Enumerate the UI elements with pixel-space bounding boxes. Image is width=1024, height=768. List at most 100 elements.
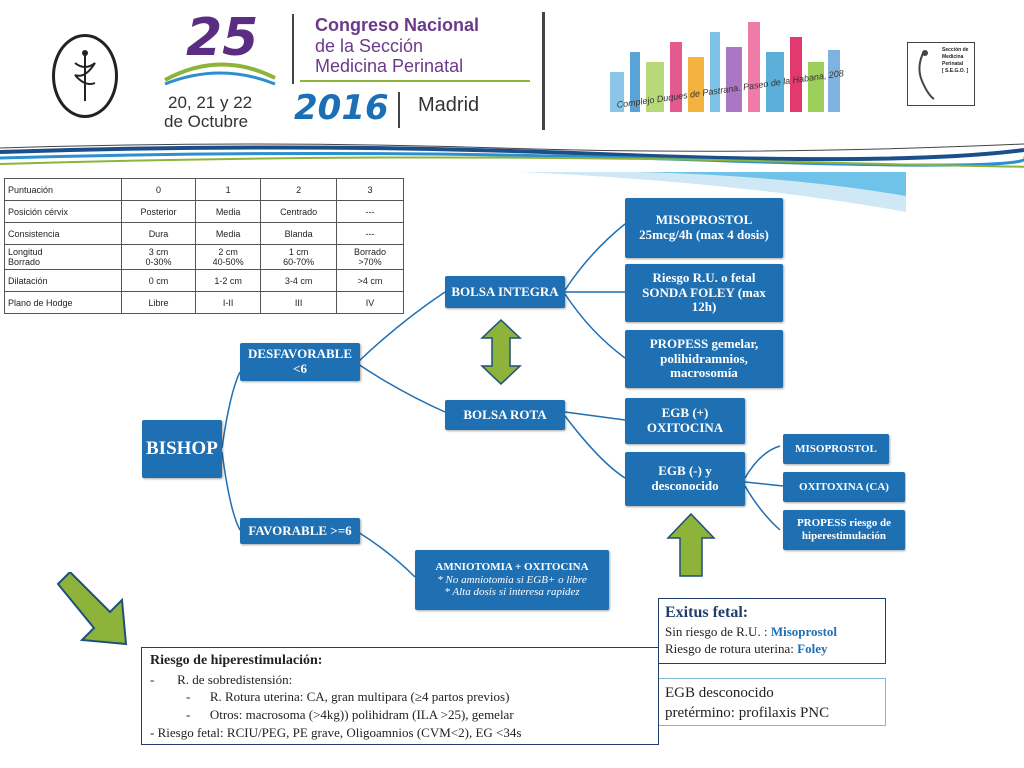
caduceus-icon [74, 50, 96, 101]
header-underline [300, 80, 530, 82]
riesgo-line-4: - Riesgo fetal: RCIU/PEG, PE grave, Olig… [150, 724, 522, 740]
date-line1: 20, 21 y 22 [168, 93, 253, 112]
egb-positive-node: EGB (+) OXITOCINA [625, 398, 745, 444]
bolsa-integra-node: BOLSA INTEGRA [445, 276, 565, 308]
congress-header: 25 Congreso Nacional de la Sección Medic… [0, 0, 1024, 190]
misoprostol-small-node: MISOPROSTOL [783, 434, 889, 464]
table-cell: III [260, 291, 337, 314]
up-arrow-icon [666, 512, 716, 577]
table-cell: Centrado [260, 200, 337, 223]
congreso-title: Congreso Nacional [315, 15, 480, 35]
table-cell: Media [194, 222, 262, 245]
decorative-stripe [0, 143, 1024, 168]
riesgo-line-2: - R. Rotura uterina: CA, gran multipara … [186, 689, 510, 705]
riesgo-line-3: - Otros: macrosoma (>4kg)) polihidram (I… [186, 706, 514, 722]
exitus-line2-value: Foley [797, 640, 828, 656]
table-cell: 3-4 cm [260, 269, 337, 292]
table-cell: 3 [335, 178, 405, 201]
amniotomia-note-1: * No amniotomia si EGB+ o libre [437, 573, 587, 586]
table-cell: --- [335, 200, 405, 223]
bolsa-rota-node: BOLSA ROTA [445, 400, 565, 430]
riesgo-title: Riesgo de hiperestimulación: [150, 653, 323, 668]
table-cell: Posterior [121, 200, 196, 223]
table-cell: Borrado >70% [335, 244, 405, 270]
table-cell: I-II [194, 291, 262, 314]
header-divider [292, 14, 294, 84]
misoprostol-main-node: MISOPROSTOL 25mcg/4h (max 4 dosis) [625, 198, 783, 258]
table-cell: Blanda [260, 222, 337, 245]
table-row-header: Consistencia [4, 222, 122, 245]
table-row-header: Posición cérvix [4, 200, 122, 223]
logo-text-4: [ S.E.G.O. ] [942, 68, 969, 74]
logo-text-2: Medicina [942, 54, 964, 60]
diagram-background [520, 172, 906, 212]
seccion-perinatal-logo: Sección de Medicina Perinatal [ S.E.G.O.… [907, 42, 975, 106]
logo-text-3: Perinatal [942, 61, 964, 67]
exitus-line1-value: Misoprostol [770, 623, 838, 639]
table-row-header: Plano de Hodge [4, 291, 122, 314]
bishop-node: BISHOP [142, 420, 222, 478]
date-line2: de Octubre [164, 112, 249, 131]
egb-desconocido-panel: EGB desconocido pretérmino: profilaxis P… [658, 678, 886, 726]
table-row-header: Dilatación [4, 269, 122, 292]
oxitoxina-node: OXITOXINA (CA) [783, 472, 905, 502]
exitus-line-2: Riesgo de rotura uterina: Foley [665, 641, 879, 658]
amniotomia-node: AMNIOTOMIA + OXITOCINA * No amniotomia s… [415, 550, 609, 610]
table-cell: 2 cm 40-50% [194, 244, 262, 270]
amniotomia-note-2: * Alta dosis si interesa rapidez [444, 586, 580, 599]
propess-node: PROPESS gemelar, polihidramnios, macroso… [625, 330, 783, 388]
medicina-line: Medicina Perinatal [315, 56, 464, 76]
table-row-header: Puntuación [4, 178, 122, 201]
exitus-line2-label: Riesgo de rotura uterina: [665, 640, 794, 656]
table-cell: 0 cm [121, 269, 196, 292]
amniotomia-title: AMNIOTOMIA + OXITOCINA [435, 561, 589, 574]
city-madrid: Madrid [418, 94, 480, 116]
propess-riesgo-node: PROPESS riesgo de hiperestimulación [783, 510, 905, 550]
sonda-foley-node: Riesgo R.U. o fetal SONDA FOLEY (max 12h… [625, 264, 783, 322]
table-cell: 1 [194, 178, 262, 201]
riesgo-hiperestimulacion-panel: Riesgo de hiperestimulación: - R. de sob… [141, 647, 659, 745]
table-cell: 1 cm 60-70% [260, 244, 337, 270]
riesgo-line-1: - R. de sobredistensión: [150, 671, 293, 687]
double-arrow-icon [480, 318, 522, 386]
egb-panel-line-2: pretérmino: profilaxis PNC [665, 705, 830, 722]
exitus-line1-label: Sin riesgo de R.U. : [665, 623, 768, 639]
table-cell: 3 cm 0-30% [121, 244, 196, 270]
exitus-panel: Exitus fetal: Sin riesgo de R.U. : Misop… [658, 598, 886, 664]
header-divider-3 [542, 12, 545, 130]
big-number-25: 25 [186, 8, 259, 68]
seccion-line: de la Sección [315, 36, 424, 56]
header-divider-2 [398, 92, 400, 128]
table-cell: 1-2 cm [194, 269, 262, 292]
table-cell: 0 [121, 178, 196, 201]
city-skyline-illustration [610, 22, 840, 112]
table-cell: >4 cm [335, 269, 405, 292]
sego-seal-logo [52, 34, 118, 118]
table-row-header: Longitud Borrado [4, 244, 122, 270]
table-cell: Libre [121, 291, 196, 314]
desfavorable-node: DESFAVORABLE <6 [240, 343, 360, 381]
diagonal-arrow-icon [56, 572, 128, 646]
year-2016: 2016 [294, 88, 389, 128]
table-cell: IV [335, 291, 405, 314]
figure-icon [918, 50, 935, 100]
logo-text-1: Sección de [942, 47, 969, 53]
connector-lines [221, 223, 784, 578]
table-cell: Dura [121, 222, 196, 245]
egb-panel-line-1: EGB desconocido [665, 685, 774, 701]
exitus-title: Exitus fetal: [665, 604, 749, 621]
25-anniversary-logo [164, 62, 276, 86]
right-logo-text: Sección de Medicina Perinatal [ S.E.G.O.… [942, 47, 968, 75]
egb-negative-node: EGB (-) y desconocido [625, 452, 745, 506]
exitus-line-1: Sin riesgo de R.U. : Misoprostol [665, 624, 879, 641]
favorable-node: FAVORABLE >=6 [240, 518, 360, 544]
table-cell: 2 [260, 178, 337, 201]
table-cell: --- [335, 222, 405, 245]
